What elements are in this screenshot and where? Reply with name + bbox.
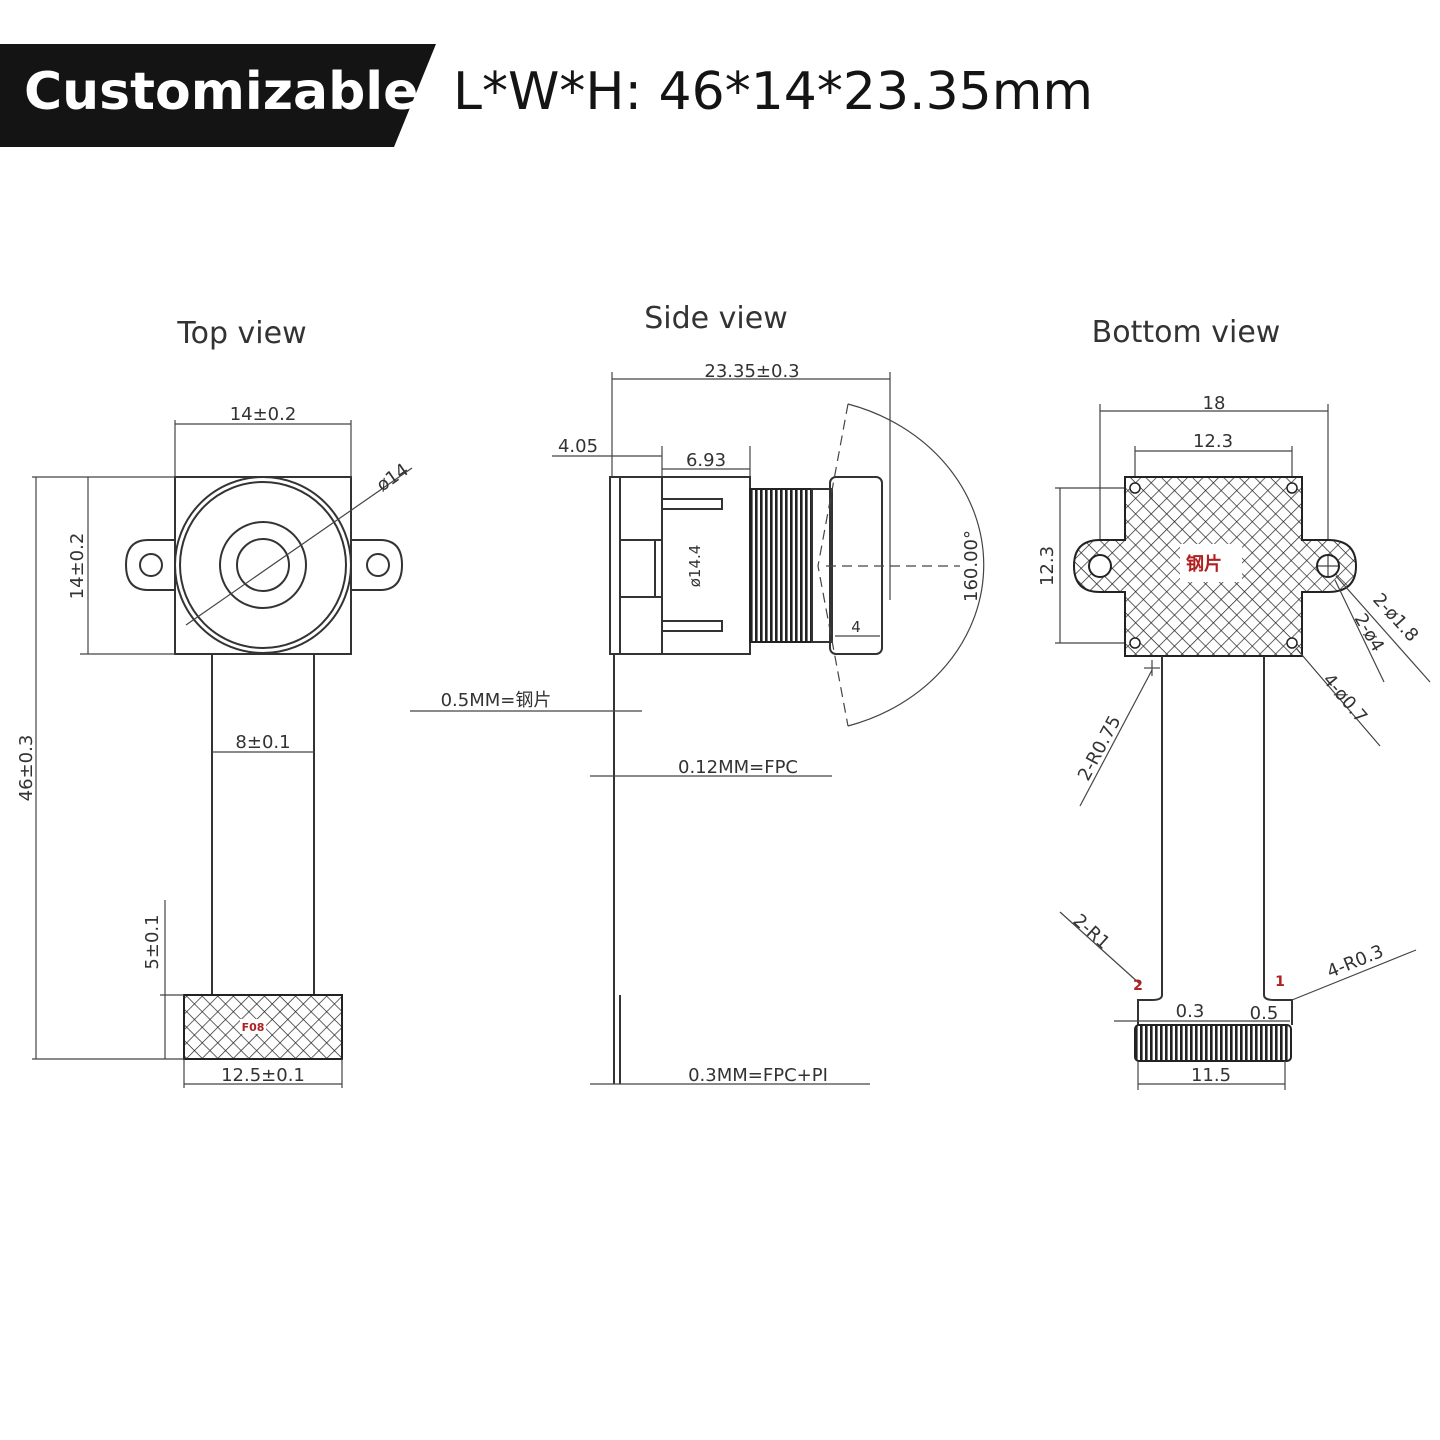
side-thread	[749, 488, 813, 643]
side-lens-dia-label: ø14.4	[686, 545, 704, 588]
bottom-left-hole	[1088, 554, 1112, 578]
top-lens-outer-2	[179, 481, 347, 649]
banner-dimensions: L*W*H: 46*14*23.35mm	[453, 62, 1094, 122]
side-fov-lines	[817, 403, 849, 727]
bottom-inner-width-label: 12.3	[1193, 431, 1233, 452]
bottom-r075-label: 2-R0.75	[1074, 712, 1126, 784]
top-width-label: 14±0.2	[230, 404, 297, 425]
top-length-label: 46±0.3	[16, 735, 37, 802]
top-height-label: 14±0.2	[67, 533, 88, 600]
bottom-outer-width-label: 18	[1203, 393, 1226, 414]
top-left-ear-hole	[139, 553, 163, 577]
bottom-hole07-leader	[1295, 647, 1381, 747]
top-connector-height-label: 5±0.1	[142, 914, 163, 969]
top-fpc-width-label: 8±0.1	[235, 732, 290, 753]
banner-badge-text: Customizable	[24, 62, 419, 122]
top-lens-inner	[219, 521, 307, 609]
side-total-label: 23.35±0.3	[704, 361, 799, 382]
side-fov-arc	[847, 403, 985, 727]
side-steel-label: 0.5MM=钢片	[441, 690, 552, 711]
top-left-ear	[124, 539, 175, 591]
bottom-steel-mark-bg	[1180, 544, 1242, 582]
top-pad-mark: F08	[242, 1021, 265, 1034]
top-lens-outer	[174, 476, 352, 654]
bottom-hole18-leader	[1335, 575, 1431, 683]
top-diameter-leader	[185, 467, 413, 626]
side-holder	[661, 476, 751, 655]
top-lens-core	[236, 538, 290, 592]
bottom-conn-width-label: 11.5	[1191, 1065, 1231, 1086]
bottom-hole4-leader	[1334, 579, 1385, 683]
top-connector-width-label: 12.5±0.1	[221, 1065, 305, 1086]
bottom-height-label: 12.3	[1037, 546, 1058, 586]
bottom-fpc-neck	[1137, 994, 1293, 1025]
bottom-r1-label: 2-R1	[1069, 910, 1114, 954]
side-holder-label: 6.93	[686, 450, 726, 471]
banner-badge	[0, 44, 436, 147]
side-base-label: 4.05	[558, 436, 598, 457]
bottom-fpc-strip	[1161, 656, 1265, 995]
top-right-ear	[351, 539, 404, 591]
top-pad-mark-bg	[240, 1019, 266, 1034]
bottom-connector	[1134, 1024, 1292, 1062]
top-view: Top view ø14 F08 14±0.2 14±0.2 46±	[16, 316, 413, 1088]
bottom-view-title: Bottom view	[1092, 315, 1281, 350]
top-view-title: Top view	[176, 316, 306, 351]
side-cap-label: 4	[851, 618, 861, 636]
top-right-ear-hole	[366, 553, 390, 577]
side-view: Side view 23.35±0.3 4.05 6.93 ø14.4 4 1	[410, 301, 985, 1086]
bottom-r1-leader	[1059, 911, 1141, 985]
side-fov-label: 160.00°	[961, 530, 982, 602]
bottom-gap03-label: 0.3	[1176, 1001, 1205, 1022]
bottom-steel-mark: 钢片	[1186, 553, 1222, 575]
bottom-r075-leader	[1079, 669, 1153, 807]
bottom-pin-right: 1	[1275, 974, 1285, 990]
bottom-hole07-label: 4-ø0.7	[1318, 670, 1371, 728]
side-fpc-label: 0.12MM=FPC	[678, 757, 798, 778]
bottom-gap05-label: 0.5	[1250, 1003, 1279, 1024]
bottom-r03-label: 4-R0.3	[1324, 941, 1387, 983]
side-view-title: Side view	[644, 301, 788, 336]
side-holder-pins	[662, 498, 723, 632]
side-base-detail	[620, 539, 662, 598]
bottom-pin-left: 2	[1133, 978, 1143, 994]
top-fpc-strip	[211, 654, 315, 995]
bottom-r03-leader	[1291, 949, 1417, 1001]
side-fpc-pi-label: 0.3MM=FPC+PI	[688, 1065, 828, 1086]
bottom-view: Bottom view 18 12.3 12.3 钢片 2-ø1.8 2-ø4	[1037, 315, 1431, 1090]
